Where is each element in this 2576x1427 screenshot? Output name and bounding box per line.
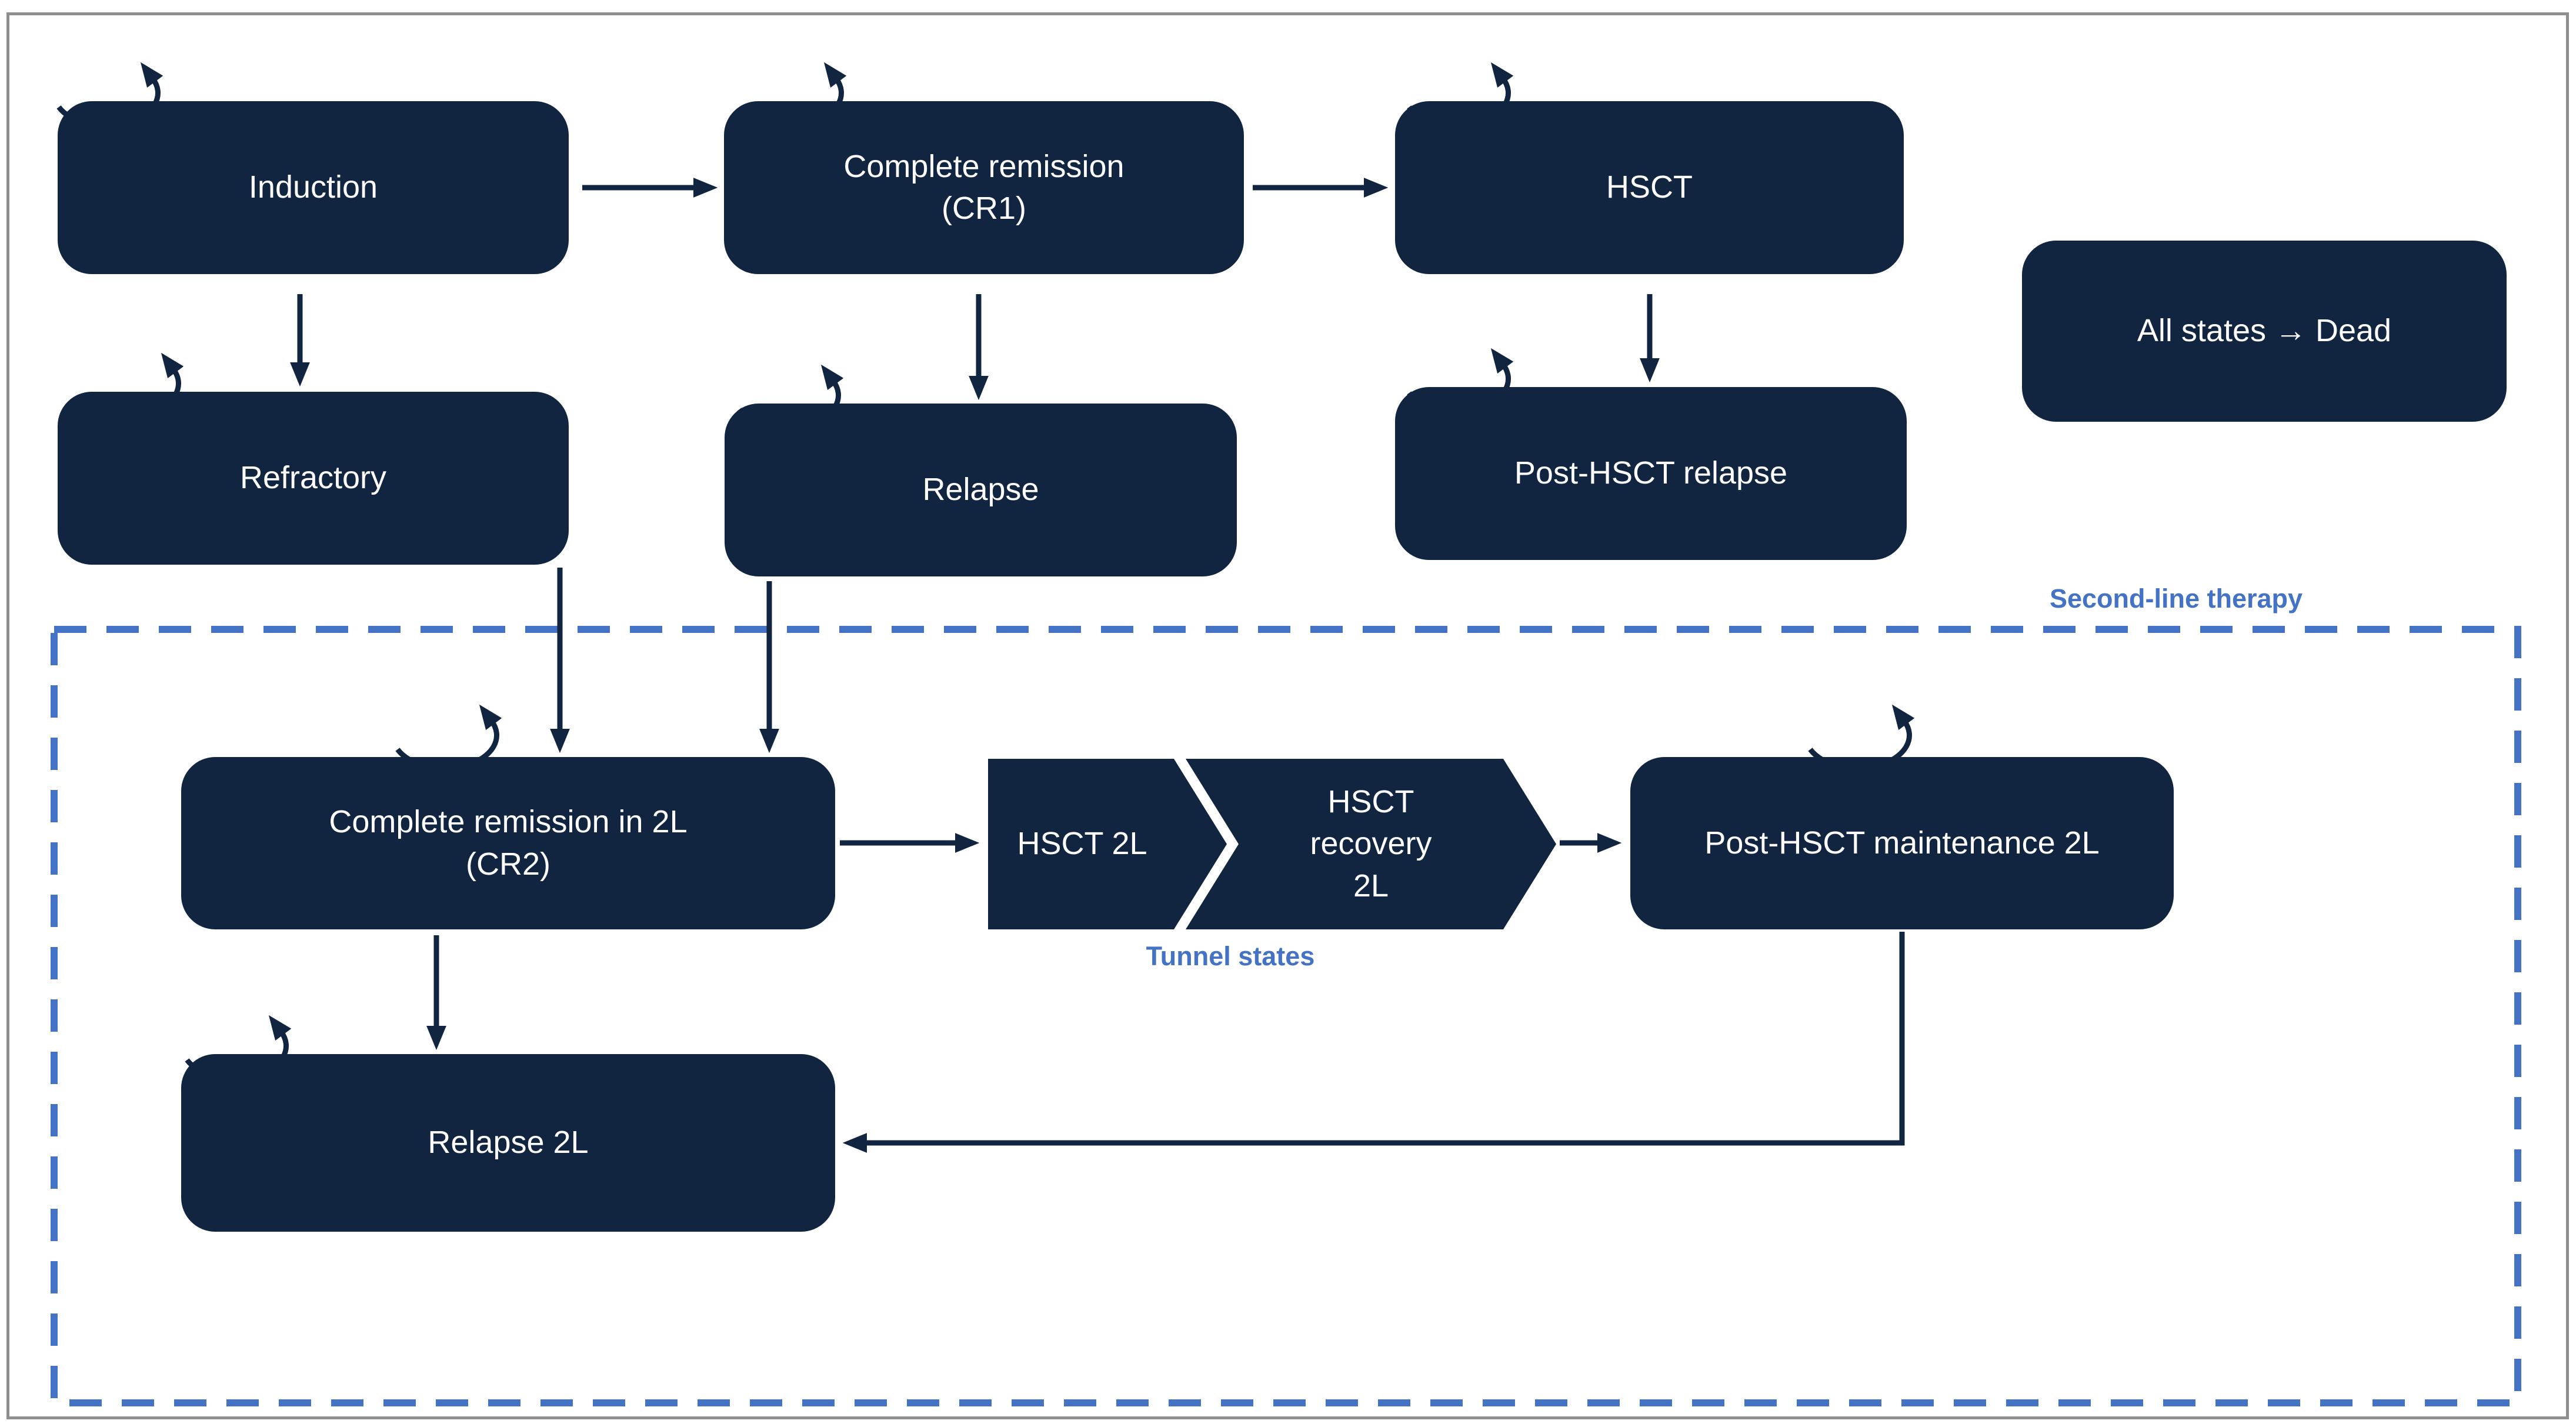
state-relapse-2l-label: Relapse 2L — [428, 1125, 589, 1161]
second-line-therapy-label: Second-line therapy — [2049, 584, 2303, 614]
state-dead-label: All states → Dead — [2137, 313, 2392, 349]
state-cr1-label: Complete remission (CR1) — [843, 148, 1125, 226]
state-post-hsct-maintenance-2l: Post-HSCT maintenance 2L — [1630, 757, 2174, 929]
state-induction-label: Induction — [248, 169, 378, 205]
chevron-hsct-2l — [988, 759, 1227, 929]
state-cr2-label: Complete remission in 2L (CR2) — [329, 804, 688, 882]
state-maintenance-label: Post-HSCT maintenance 2L — [1704, 825, 2100, 861]
state-complete-remission-cr1: Complete remission (CR1) — [724, 101, 1244, 274]
state-hsct-recovery-2l-label: HSCT recovery 2L — [1310, 784, 1432, 903]
tunnel-states-label: Tunnel states — [1146, 941, 1315, 971]
state-refractory: Refractory — [58, 392, 569, 565]
state-induction: Induction — [58, 101, 569, 274]
state-post-hsct-relapse: Post-HSCT relapse — [1395, 387, 1907, 560]
arrow-maintenance-to-relapse-2l — [842, 932, 1905, 1153]
state-complete-remission-2l-cr2: Complete remission in 2L (CR2) — [181, 757, 835, 929]
state-relapse: Relapse — [725, 404, 1237, 576]
state-hsct-2l-label: HSCT 2L — [1017, 826, 1147, 862]
state-hsct-recovery-2l: HSCT recovery 2L — [1239, 759, 1503, 929]
state-hsct-label: HSCT — [1606, 169, 1693, 205]
state-all-states-dead: All states → Dead — [2022, 241, 2507, 422]
chevron-hsct-recovery-2l — [1186, 759, 1556, 929]
state-hsct: HSCT — [1395, 101, 1904, 274]
state-relapse-label: Relapse — [922, 472, 1039, 508]
figure-border — [6, 12, 2569, 1419]
state-refractory-label: Refractory — [239, 460, 387, 496]
second-line-region-outline — [51, 626, 2521, 1406]
state-post-hsct-relapse-label: Post-HSCT relapse — [1514, 455, 1788, 491]
state-hsct-2l: HSCT 2L — [988, 759, 1176, 929]
state-relapse-2l: Relapse 2L — [181, 1054, 835, 1232]
